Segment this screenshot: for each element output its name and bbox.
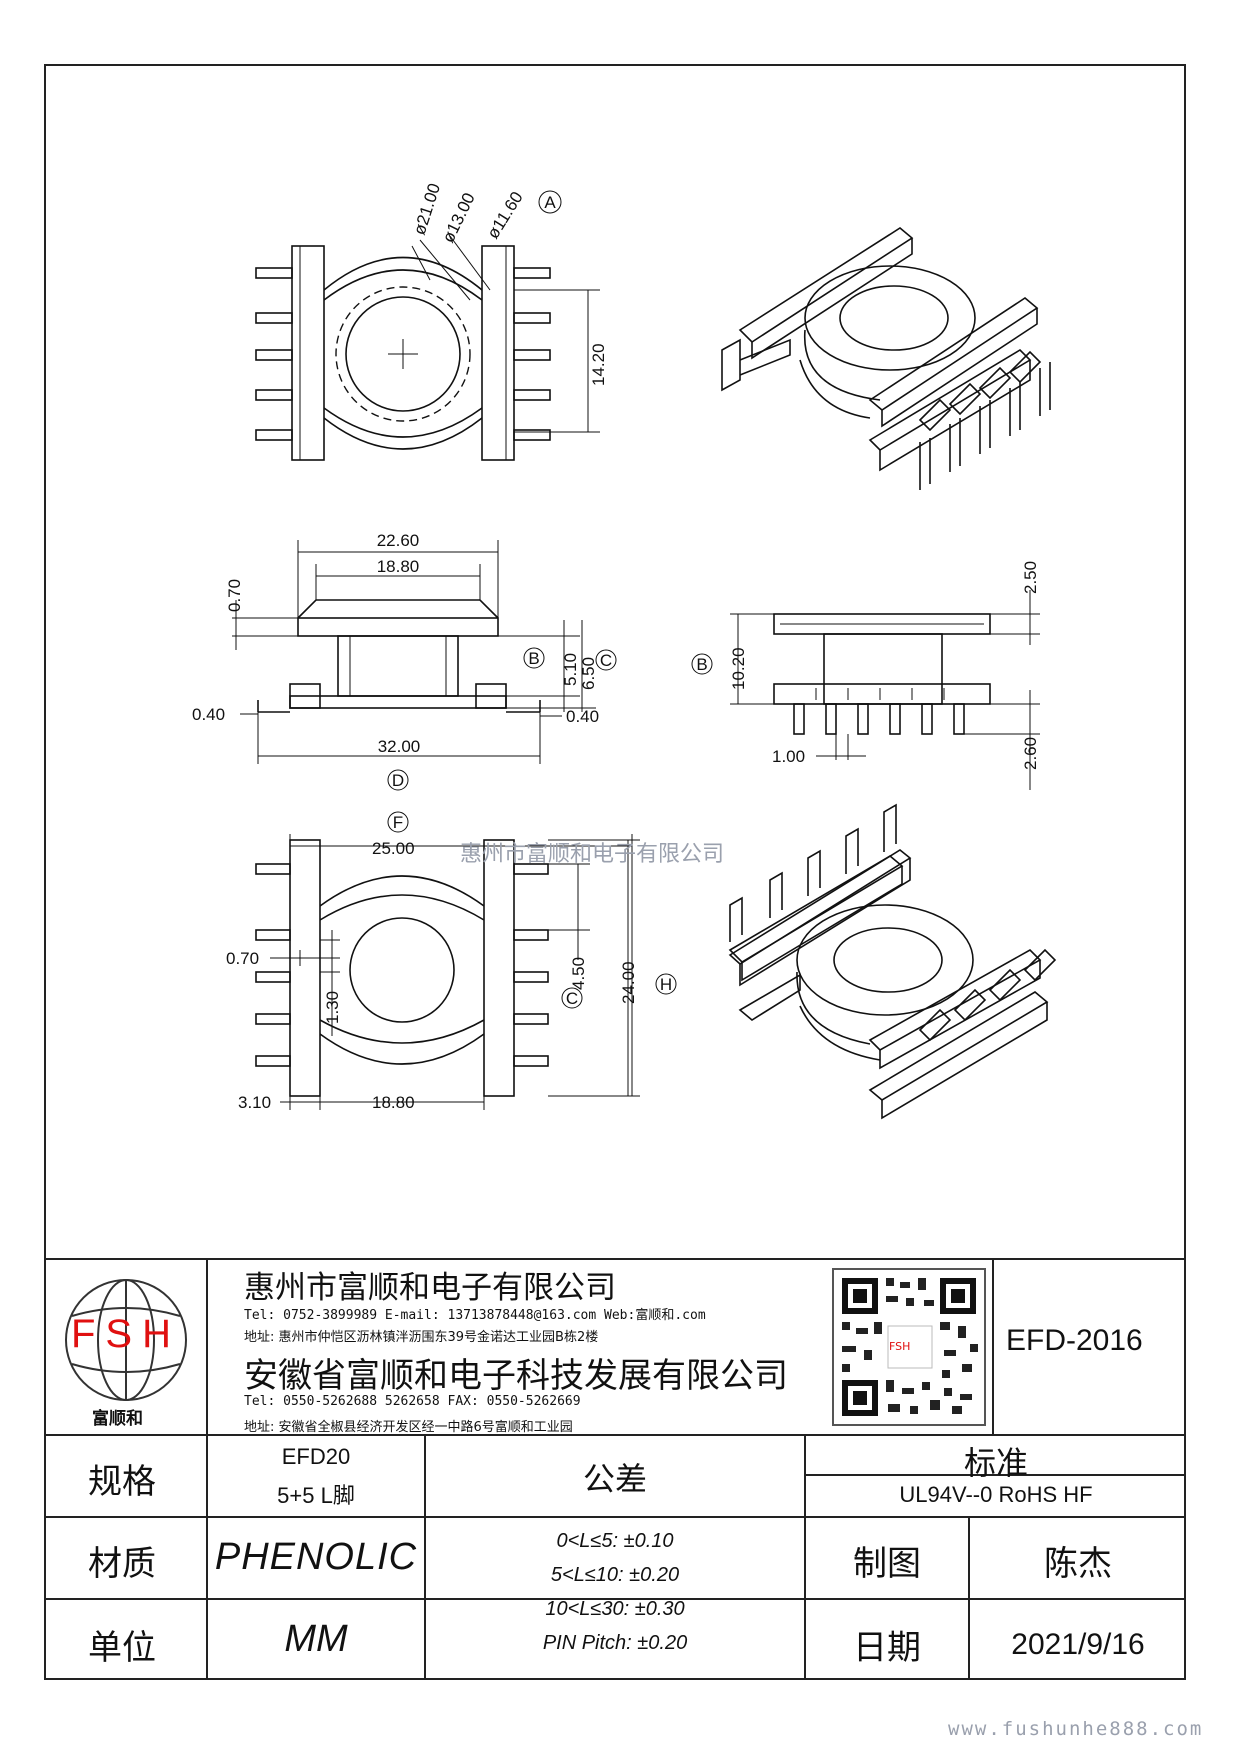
label-b-d: D xyxy=(392,771,404,790)
company2-name: 安徽省富顺和电子科技发展有限公司 xyxy=(244,1356,788,1396)
dim-c-2-50: 2.50 xyxy=(1021,561,1040,594)
spec-value-2: 5+5 L脚 xyxy=(277,1483,355,1508)
dim-a-d21: ø21.00 xyxy=(410,181,444,237)
label-c-b: B xyxy=(696,655,707,674)
dim-d-25-00: 25.00 xyxy=(372,839,415,858)
company2-contact: Tel: 0550-5262688 5262658 FAX: 0550-5262… xyxy=(244,1394,581,1409)
dim-b-18-80: 18.80 xyxy=(377,557,420,576)
dim-d-1-30: 1.30 xyxy=(323,991,342,1024)
dim-b-0-70: 0.70 xyxy=(225,579,244,612)
dim-b-32-00: 32.00 xyxy=(378,737,421,756)
tolerance-2: 5<L≤10: ±0.20 xyxy=(550,1564,680,1586)
view-iso-top xyxy=(721,227,1051,490)
dim-b-5-10: 5.10 xyxy=(561,653,580,686)
company1-name: 惠州市富顺和电子有限公司 xyxy=(244,1270,616,1306)
dim-a-14-20: 14.20 xyxy=(589,343,608,386)
spec-label: 规格 xyxy=(88,1462,156,1502)
dim-a-d11-6: ø11.60 xyxy=(483,188,526,242)
dim-b-0-40-right: 0.40 xyxy=(566,707,599,726)
dim-d-4-50: 4.50 xyxy=(569,957,588,990)
drawer-value: 陈杰 xyxy=(1044,1544,1112,1584)
spec-value-1: EFD20 xyxy=(281,1444,351,1469)
unit-label: 单位 xyxy=(88,1628,156,1668)
standard-value: UL94V--0 RoHS HF xyxy=(899,1482,1093,1507)
dim-c-10-20: 10.20 xyxy=(729,647,748,690)
label-d-c: C xyxy=(566,989,578,1008)
label-d-h: H xyxy=(660,975,672,994)
view-d-bottom: 25.00 24.00 4.50 0.70 1.30 3.10 18.80 F … xyxy=(226,811,677,1112)
logo-letters: FSH xyxy=(71,1312,181,1356)
date-label: 日期 xyxy=(853,1628,921,1668)
dim-b-0-40-left: 0.40 xyxy=(192,705,225,724)
label-b-c: C xyxy=(600,651,612,670)
company1-contact: Tel: 0752-3899989 E-mail: 13713878448@16… xyxy=(244,1308,706,1323)
label-b-b: B xyxy=(528,649,539,668)
dim-a-d13: ø13.00 xyxy=(439,190,479,246)
material-value: PHENOLIC xyxy=(214,1536,418,1578)
tolerance-1: 0<L≤5: ±0.10 xyxy=(556,1530,674,1552)
view-iso-bottom xyxy=(728,803,1057,1120)
dim-d-24-00: 24.00 xyxy=(619,961,638,1004)
dim-b-6-50: 6.50 xyxy=(579,657,598,690)
dim-c-2-60: 2.60 xyxy=(1021,737,1040,770)
dim-d-18-80: 18.80 xyxy=(372,1093,415,1112)
view-c-side: 2.50 10.20 2.60 1.00 B xyxy=(691,561,1040,790)
unit-value: MM xyxy=(284,1618,348,1660)
view-a-top: 14.20 ø21.00 ø13.00 ø11.60 A xyxy=(255,181,608,461)
dim-b-22-60: 22.60 xyxy=(377,531,420,550)
company2-address: 地址: 安徽省全椒县经济开发区经一中路6号富顺和工业园 xyxy=(244,1420,573,1435)
watermark-company: 惠州市富顺和电子有限公司 xyxy=(460,842,725,867)
logo-caption: 富顺和 xyxy=(92,1409,143,1429)
label-a: A xyxy=(544,193,556,212)
tolerance-label: 公差 xyxy=(582,1460,647,1498)
dim-d-3-10: 3.10 xyxy=(238,1093,271,1112)
website-watermark: www.fushunhe888.com xyxy=(948,1718,1204,1740)
drawing-frame xyxy=(44,64,1186,1680)
part-number: EFD-2016 xyxy=(1006,1324,1143,1357)
tolerance-3: 10<L≤30: ±0.30 xyxy=(545,1598,685,1620)
qr-code xyxy=(832,1268,986,1426)
dim-d-0-70: 0.70 xyxy=(226,949,259,968)
dim-c-1-00: 1.00 xyxy=(772,747,805,766)
fsh-logo xyxy=(65,1279,187,1401)
label-d-f: F xyxy=(393,813,403,832)
view-b-side: 22.60 18.80 0.70 5.10 6.50 0.40 0.40 32.… xyxy=(192,531,617,791)
title-block: FSH 富顺和 惠州市富顺和电子有限公司 Tel: 0752-3899989 E… xyxy=(44,1258,1186,1680)
date-value: 2021/9/16 xyxy=(1011,1628,1145,1661)
tolerance-4: PIN Pitch: ±0.20 xyxy=(542,1632,688,1654)
company1-address: 地址: 惠州市仲恺区沥林镇泮沥围东39号金诺达工业园B栋2楼 xyxy=(244,1330,599,1345)
standard-label: 标准 xyxy=(963,1444,1028,1482)
drawer-label: 制图 xyxy=(853,1544,921,1584)
qr-caption: FSH xyxy=(889,1340,911,1353)
material-label: 材质 xyxy=(88,1544,156,1584)
